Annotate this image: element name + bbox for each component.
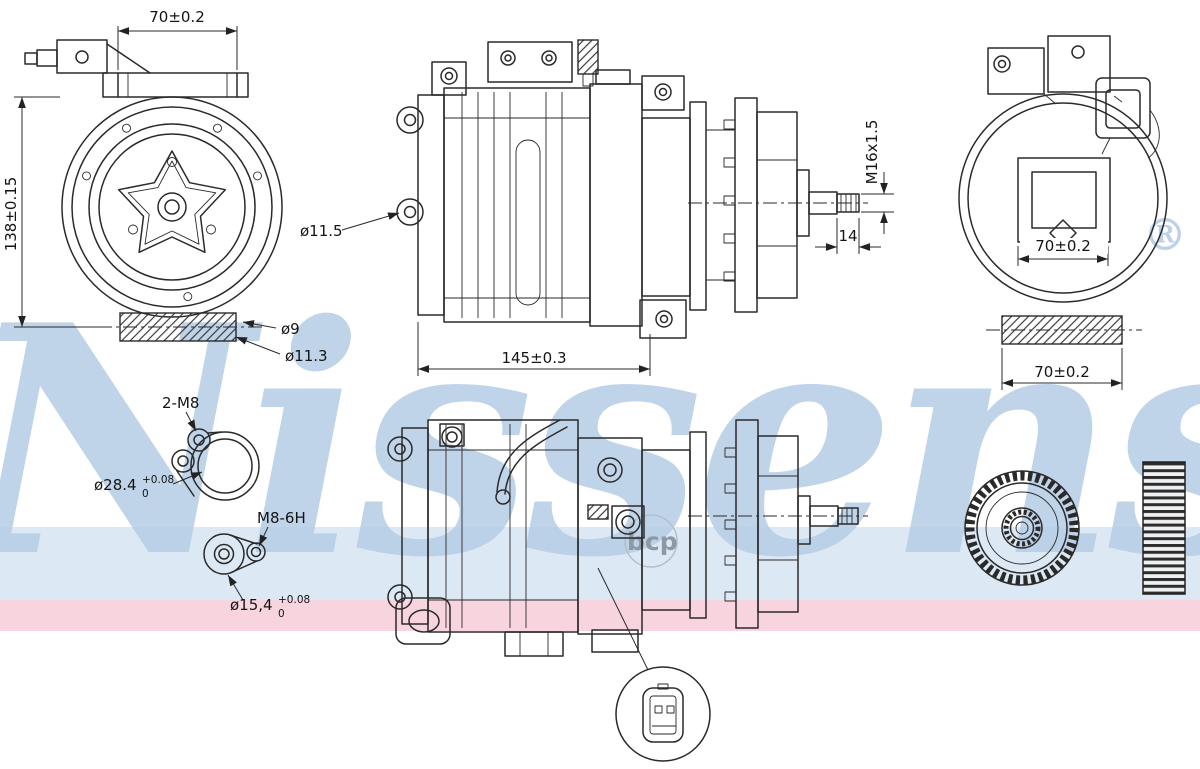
belt-profile [1142,461,1186,595]
dims-rear: 70±0.2 70±0.2 [1001,237,1123,390]
dim-side-length: 145±0.3 [501,349,566,367]
dim-bracket-bore: ø28.4 [94,476,137,494]
view-side-bottom [387,419,868,762]
view-front [24,39,283,342]
dim-front-width: 70±0.2 [149,8,205,26]
clutch-plate [61,96,283,318]
label-2m8: 2-M8 [162,394,199,412]
connector-detail [597,567,711,762]
view-pulley [964,470,1080,586]
dim-front-hole-large: ø11.3 [285,347,328,365]
stripe-blue [0,527,1200,600]
dim-rear-foot-width: 70±0.2 [1034,363,1090,381]
dim-front-height: 138±0.15 [2,177,20,252]
dim-rear-boss-width: 70±0.2 [1035,237,1091,255]
view-side-top [396,39,868,339]
dim-thread-bore: ø15,4 [230,596,273,614]
dim-front-hole-small: ø9 [281,320,300,338]
dim-bracket-tol-zero: 0 [142,488,149,500]
pressure-sensor [577,39,599,75]
dim-thread-tol-plus: +0.08 [278,594,310,606]
dims-front: 70±0.2 138±0.15 ø9 ø11.3 [2,8,328,365]
dim-side-thread-length: 14 [838,227,857,245]
dim-side-port: ø11.5 [300,222,343,240]
view-thread-detail: M8-6H ø15,4 +0.08 0 [203,509,310,620]
stripe-pink [0,600,1200,631]
view-bracket-detail: 2-M8 ø28.4 +0.08 0 [94,394,260,501]
dim-side-thread: M16x1.5 [863,120,881,185]
dim-thread-tol-zero: 0 [278,608,285,620]
dims-side-top: ø11.5 145±0.3 M16x1.5 14 [300,120,894,376]
dim-bracket-tol-plus: +0.08 [142,474,174,486]
label-m8-6h: M8-6H [257,509,306,527]
